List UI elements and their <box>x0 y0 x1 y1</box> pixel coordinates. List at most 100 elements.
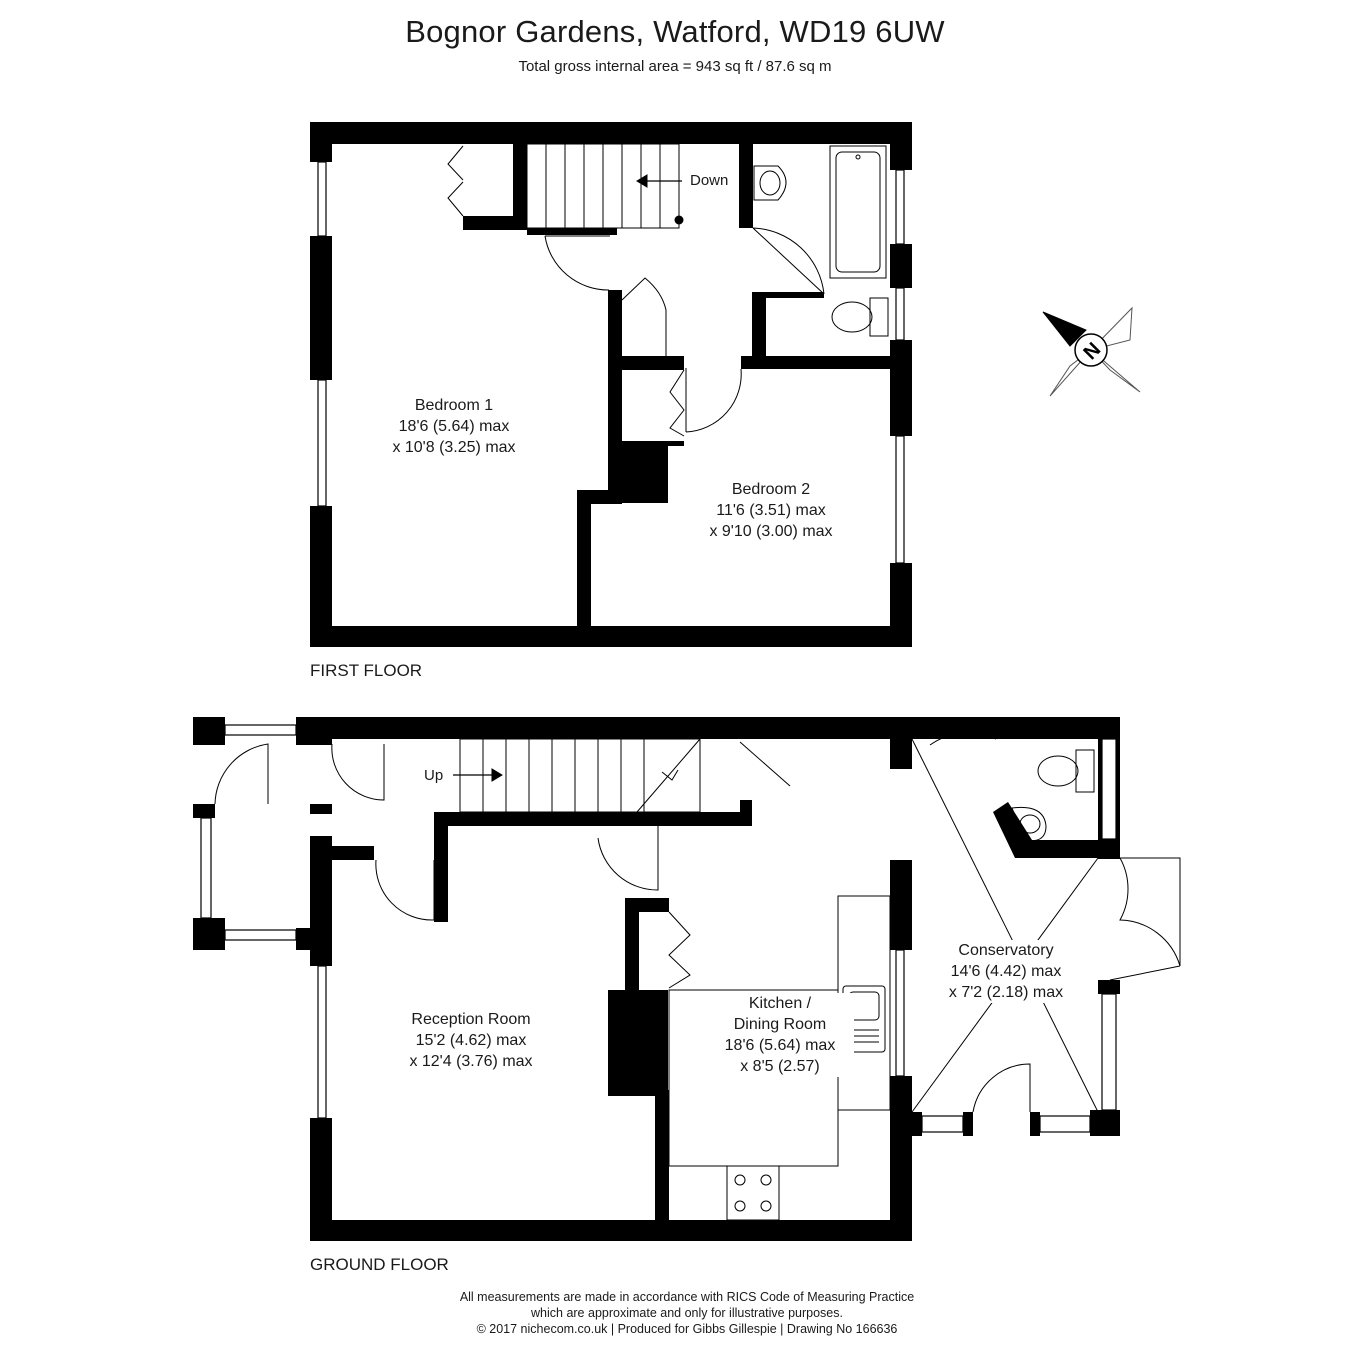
ff-stair-arrowhead <box>636 174 648 188</box>
room-conservatory: Conservatory 14'6 (4.42) max x 7'2 (2.18… <box>930 940 1082 1003</box>
gf-partition <box>655 1090 669 1230</box>
ff-window-left-top <box>317 161 327 237</box>
room-dimensions: x 8'5 (2.57) <box>740 1058 820 1075</box>
ff-door-bedroom2 <box>685 368 742 433</box>
gf-stair-base-2 <box>434 812 448 922</box>
ff-cupboard-door-3 <box>669 369 685 437</box>
gf-wall-right-2 <box>890 860 912 950</box>
gf-cupboard-door <box>668 911 691 989</box>
room-dimensions: 18'6 (5.64) max <box>398 418 510 435</box>
ff-stair-wall-left <box>513 144 527 230</box>
room-name: Kitchen / <box>748 995 812 1012</box>
room-dimensions: x 12'4 (3.76) max <box>409 1053 533 1070</box>
ff-door-bedroom1 <box>544 235 610 291</box>
gf-wall-left-2 <box>310 1118 332 1241</box>
room-name: Bedroom 2 <box>731 481 811 498</box>
ff-wc-bowl <box>831 301 873 333</box>
gf-washbasin <box>1011 806 1047 842</box>
ff-window-right-bath <box>895 169 905 245</box>
cons-door <box>972 1063 1031 1113</box>
gf-wc-cistern <box>1075 749 1095 793</box>
ff-wall-left-3 <box>310 506 332 647</box>
cons-wall-left-jamb <box>912 1112 922 1136</box>
ff-door-bathroom <box>752 227 825 295</box>
ff-cupboard2-wall <box>608 290 622 490</box>
kitchen-hob <box>726 1165 780 1221</box>
gf-chimney-wall <box>625 898 639 998</box>
room-dimensions: 14'6 (4.42) max <box>950 963 1062 980</box>
cons-window-bottom-right <box>1039 1115 1091 1133</box>
ff-bath-wall-left <box>739 144 753 228</box>
ff-cupboard2-shelf <box>608 356 684 370</box>
ff-wall-left-2 <box>310 236 332 380</box>
first-floor-plan <box>310 122 912 647</box>
ff-wc-wall-left <box>752 292 766 358</box>
ff-cupboard-door-2 <box>621 277 667 356</box>
room-dimensions: 15'2 (4.62) max <box>415 1032 527 1049</box>
gross-area: Total gross internal area = 943 sq ft / … <box>518 58 832 75</box>
porch-window-left <box>200 817 212 919</box>
room-bedroom-1: Bedroom 1 18'6 (5.64) max x 10'8 (3.25) … <box>374 395 534 458</box>
kitchen-door <box>597 826 659 891</box>
room-dimensions: 18'6 (5.64) max <box>724 1037 836 1054</box>
room-dimensions: x 7'2 (2.18) max <box>948 984 1064 1001</box>
gf-wall-bottom <box>310 1220 912 1241</box>
room-name: Dining Room <box>733 1016 827 1033</box>
gf-wc-bowl <box>1037 755 1079 787</box>
disclaimer-line: which are approximate and only for illus… <box>531 1306 843 1320</box>
gf-hall-wall <box>332 846 374 860</box>
porch-wall-top-right <box>296 717 332 745</box>
ground-floor-plan <box>193 717 1120 1241</box>
room-name: Reception Room <box>411 1011 531 1028</box>
cons-window-bottom-left <box>921 1115 964 1133</box>
first-floor-windows <box>317 161 905 564</box>
ff-window-right-wc <box>895 287 905 341</box>
cons-wc-wall-angle <box>993 802 1032 858</box>
stairs-up-label: Up <box>424 767 444 784</box>
porch-window-bottom <box>224 929 297 941</box>
disclaimer-footer: All measurements are made in accordance … <box>0 1289 1350 1337</box>
ff-wall-right-4 <box>890 563 912 647</box>
ff-cupboard-door-1 <box>447 145 464 217</box>
compass-north-point <box>1042 311 1087 347</box>
ff-window-right-bed2 <box>895 435 905 564</box>
cons-wall-bottom-jamb-2 <box>1030 1112 1040 1136</box>
front-door <box>331 743 385 801</box>
room-reception: Reception Room 15'2 (4.62) max x 12'4 (3… <box>386 1009 556 1072</box>
ff-partition <box>577 490 591 630</box>
ff-wall-right-2 <box>890 244 912 288</box>
bathtub <box>829 145 887 279</box>
room-name: Bedroom 1 <box>414 397 494 414</box>
room-dimensions: 11'6 (3.51) max <box>716 502 826 519</box>
ff-landing-wall <box>527 228 617 235</box>
porch-wall-bottom-right <box>296 928 332 950</box>
gf-wall-right-1 <box>890 739 912 769</box>
gf-window-kitchen <box>895 949 905 1077</box>
first-floor-label: FIRST FLOOR <box>310 661 423 680</box>
plan-title: Bognor Gardens, Watford, WD19 6UW <box>405 14 945 49</box>
porch-door <box>214 743 269 805</box>
gf-stair-cupboard-door <box>739 741 791 787</box>
ground-floor-label: GROUND FLOOR <box>310 1255 449 1274</box>
cons-french-doors <box>1109 857 1181 981</box>
ff-wall-right-1 <box>890 122 912 170</box>
cons-window-right-bottom <box>1101 993 1117 1111</box>
room-dimensions: x 9'10 (3.00) max <box>709 523 833 540</box>
ff-wall-top <box>310 122 912 144</box>
cons-wall-right-bottom <box>1098 980 1120 994</box>
room-dimensions: x 10'8 (3.25) max <box>392 439 516 456</box>
porch-inner-wall <box>310 804 332 814</box>
ground-floor-fixtures <box>214 732 1181 1221</box>
porch-wall-bottom-left <box>193 918 225 950</box>
gf-stair-arrowhead <box>491 768 503 782</box>
porch-pillar <box>193 804 215 818</box>
ff-cupboard-wall <box>463 216 527 230</box>
first-floor-fixtures <box>447 143 889 437</box>
reception-door <box>375 859 435 921</box>
porch-wall-top-left <box>193 717 225 745</box>
gf-chimney <box>608 990 668 1096</box>
cons-wall-bottom-right <box>1090 1110 1120 1136</box>
cons-wall-bottom-jamb-1 <box>963 1112 973 1136</box>
ff-wall-left-1 <box>310 122 332 162</box>
